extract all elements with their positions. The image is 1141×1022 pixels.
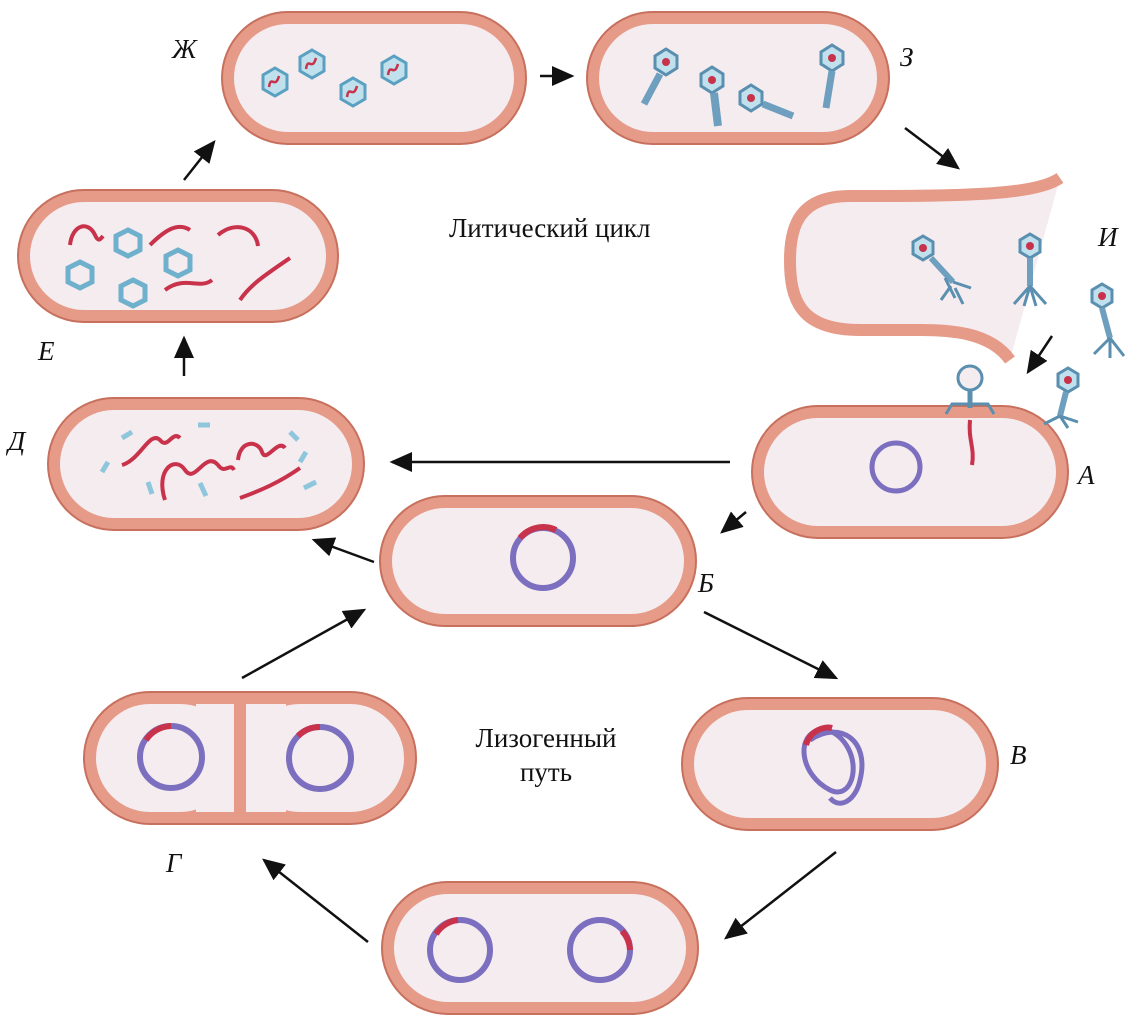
arrow-i-to-a (1028, 336, 1052, 372)
arrow-a-to-b (722, 512, 746, 532)
stage-label-b: Б (698, 570, 714, 597)
cell-e (18, 190, 338, 322)
arrow-bottom-to-g (264, 860, 368, 942)
cell-z (587, 12, 889, 144)
lysogenic-title-line2: путь (458, 756, 634, 790)
cell-g (84, 692, 416, 824)
cell-d (48, 398, 364, 530)
arrow-e-to-zh (184, 142, 214, 180)
cell-a (752, 366, 1078, 538)
arrow-g-to-b (242, 610, 364, 678)
stage-label-a: А (1078, 462, 1095, 489)
stage-label-e: Е (38, 338, 55, 365)
stage-label-z: З (900, 44, 913, 71)
lysogenic-path-title: Лизогенный путь (458, 722, 634, 790)
cell-v (682, 698, 998, 830)
lysogenic-title-line1: Лизогенный (458, 722, 634, 756)
arrow-b-to-v (704, 612, 836, 678)
stage-label-zh: Ж (172, 36, 197, 63)
stage-label-i: И (1098, 224, 1118, 251)
cell-zh (222, 12, 526, 144)
arrow-b-to-d (314, 540, 374, 562)
stage-label-v: В (1010, 742, 1027, 769)
stage-label-g: Г (166, 850, 181, 877)
cell-i-lysing (790, 178, 1124, 360)
stage-label-d: Д (8, 428, 25, 455)
arrow-v-to-bottom (726, 852, 836, 938)
arrow-z-to-i (905, 128, 958, 168)
cell-b (380, 496, 696, 626)
cell-bottom (382, 882, 698, 1014)
lytic-cycle-title: Литический цикл (449, 212, 651, 246)
